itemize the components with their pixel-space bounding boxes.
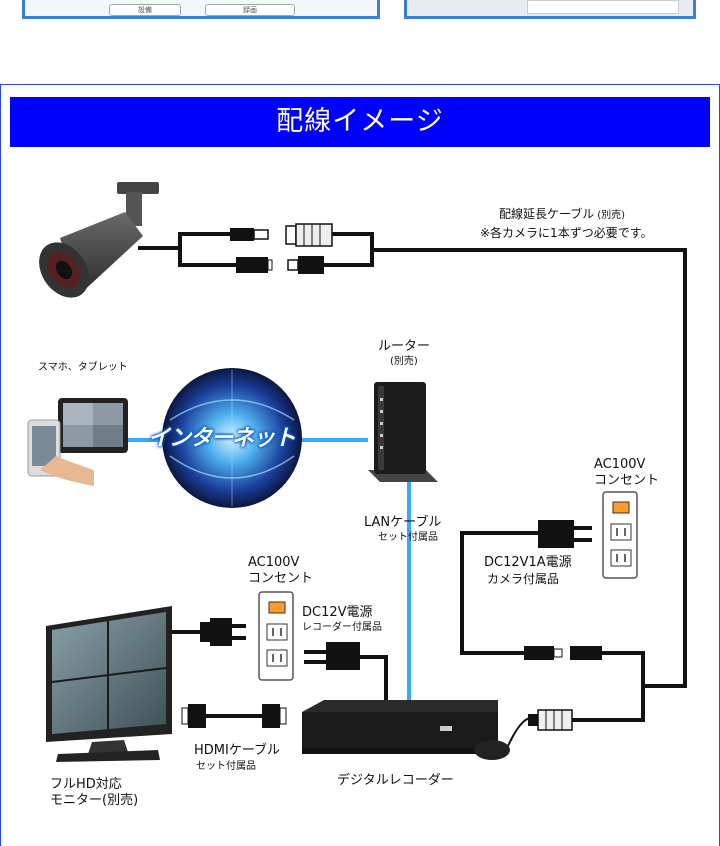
router-label: ルーター	[378, 339, 431, 354]
dc12v1a-included: カメラ付属品	[487, 572, 560, 586]
internet-globe	[162, 368, 302, 508]
ac-plug-camera	[538, 520, 592, 548]
camera-extension-cable	[138, 232, 687, 722]
extension-cable-text: 配線延長ケーブル	[499, 207, 595, 221]
dc-jack-camera	[287, 256, 324, 274]
dc12v-label: DC12V電源	[302, 605, 373, 620]
digital-recorder-label: デジタルレコーダー	[337, 773, 454, 788]
top-card-button-1[interactable]: 設備	[109, 4, 181, 16]
bnc-connector-female	[285, 223, 333, 247]
dc-connector-pair	[524, 646, 602, 660]
ac100v-right-label: AC100V	[594, 457, 646, 472]
fullhd-monitor-label: フルHD対応	[50, 777, 122, 792]
hdmi-cable-connectors	[181, 704, 287, 728]
router-sold-separately: (別売)	[390, 356, 418, 367]
dc12v-included: レコーダー付属品	[302, 622, 382, 633]
outlet-left	[258, 591, 294, 681]
top-card-right	[404, 0, 696, 19]
lan-cable-included: セット付属品	[378, 532, 438, 543]
ac-plug-recorder	[304, 642, 360, 670]
top-card-left: 設備 録画	[22, 0, 380, 19]
ac100v-left-label: AC100V	[248, 555, 300, 570]
top-card-button-2[interactable]: 録画	[205, 4, 295, 16]
dc12v1a-label: DC12V1A電源	[484, 555, 572, 570]
digital-recorder-device	[302, 700, 498, 754]
ac-plug-monitor	[200, 618, 246, 646]
section-title: 配線イメージ	[10, 97, 710, 147]
extension-cable-sold-separately: (別売)	[597, 210, 626, 221]
lan-cable-label: LANケーブル	[364, 515, 442, 530]
dc-plug-camera	[236, 257, 273, 273]
outlet-right	[602, 491, 638, 579]
smartphone-device	[27, 419, 94, 486]
hdmi-included: セット付属品	[196, 761, 256, 772]
extension-cable-note: ※各カメラに1本ずつ必要です。	[480, 226, 653, 240]
bnc-connector-recorder	[528, 709, 573, 731]
hdmi-cable-label: HDMIケーブル	[194, 743, 281, 758]
internet-label: インターネット	[148, 426, 296, 451]
extension-cable-label: 配線延長ケーブル(別売)	[499, 207, 626, 222]
router-device	[368, 382, 438, 482]
bnc-connector-male	[230, 228, 269, 241]
fullhd-monitor	[46, 606, 172, 762]
smartphone-tablet-label: スマホ、タブレット	[38, 362, 128, 373]
outlet-left-label: コンセント	[248, 571, 314, 586]
tablet-device	[58, 398, 128, 453]
top-card-photo	[527, 0, 679, 14]
security-camera	[39, 182, 159, 298]
monitor-sold-separately: モニター(別売)	[50, 793, 139, 808]
outlet-right-label: コンセント	[594, 473, 660, 488]
